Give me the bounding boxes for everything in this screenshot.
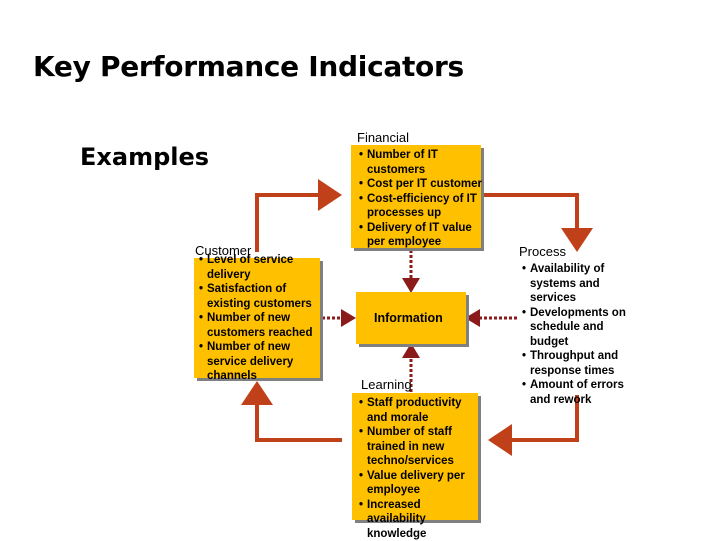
financial-item: Cost-efficiency of IT processes up <box>355 192 483 221</box>
learning-item: Number of staff trained in new techno/se… <box>355 425 479 469</box>
customer-list: Level of service delivery Satisfaction o… <box>195 253 319 384</box>
arrow-customer-to-financial <box>257 195 338 252</box>
financial-item: Number of IT customers <box>355 148 483 177</box>
process-heading: Process <box>519 244 566 259</box>
financial-item: Delivery of IT value per employee <box>355 221 483 250</box>
customer-item: Level of service delivery <box>195 253 319 282</box>
information-label: Information <box>374 311 443 325</box>
process-item: Availability of systems and services <box>518 262 642 306</box>
learning-heading: Learning <box>361 377 412 392</box>
learning-item: Value delivery per employee <box>355 469 479 498</box>
arrow-learning-to-customer <box>257 385 342 440</box>
financial-item: Cost per IT customer <box>355 177 483 192</box>
process-item: Developments on schedule and budget <box>518 306 642 350</box>
process-item: Amount of errors and rework <box>518 378 642 407</box>
financial-heading: Financial <box>357 130 409 145</box>
customer-item: Number of new customers reached <box>195 311 319 340</box>
customer-item: Number of new service delivery channels <box>195 340 319 384</box>
process-item: Throughput and response times <box>518 349 642 378</box>
learning-list: Staff productivity and morale Number of … <box>355 396 479 541</box>
learning-item: Increased availability knowledge <box>355 498 479 541</box>
arrow-financial-to-process <box>483 195 577 248</box>
financial-list: Number of IT customers Cost per IT custo… <box>355 148 483 250</box>
learning-item: Staff productivity and morale <box>355 396 479 425</box>
customer-item: Satisfaction of existing customers <box>195 282 319 311</box>
process-list: Availability of systems and services Dev… <box>518 262 642 407</box>
